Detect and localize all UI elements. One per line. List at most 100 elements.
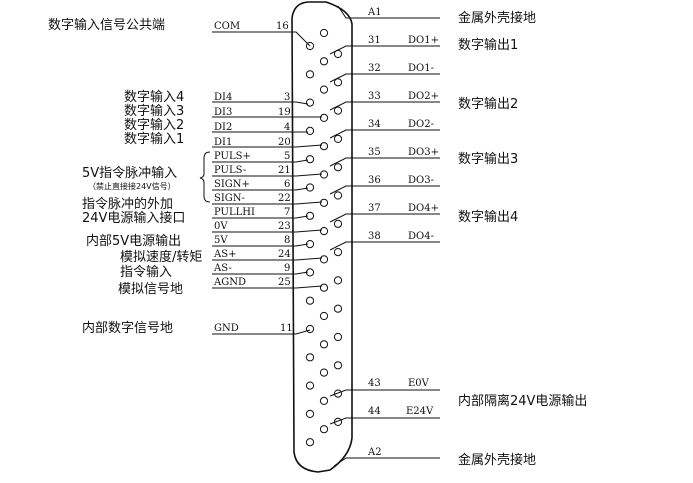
wire-do2-plus xyxy=(329,101,440,111)
pin-dot xyxy=(319,340,329,349)
pin-6: 6 xyxy=(284,179,290,190)
pin-dot xyxy=(305,70,315,79)
pin-dot xyxy=(305,381,315,390)
sig-a2: A2 xyxy=(367,447,382,458)
pulse-ext-label-2: 24V电源输入接口 xyxy=(82,210,185,226)
pin-4: 4 xyxy=(284,122,290,133)
sig-0v: 0V xyxy=(214,221,228,232)
sig-do2-minus: DO2- xyxy=(408,119,434,130)
pin-dot xyxy=(319,57,329,66)
right-desc-do1: 数字输出1 xyxy=(458,37,518,53)
wire-e24v xyxy=(329,417,440,425)
left-desc-com: 数字输入信号公共端 xyxy=(48,17,165,33)
pulse-input-note: （禁止直接接24V信号） xyxy=(88,181,176,191)
sig-sign-plus: SIGN+ xyxy=(214,179,250,190)
left-desc-agnd: 模拟信号地 xyxy=(118,282,183,297)
pin-dot xyxy=(319,283,329,292)
left-desc-gnd: 内部数字信号地 xyxy=(82,320,173,336)
pin-dot xyxy=(319,227,329,236)
pin-dot xyxy=(305,324,315,334)
left-desc-5v: 内部5V电源输出 xyxy=(86,233,181,249)
sig-com: COM xyxy=(214,21,240,32)
pin-dot xyxy=(333,219,343,228)
pin-38: 38 xyxy=(368,231,381,242)
wire-do3-plus xyxy=(329,157,440,167)
pin-dot xyxy=(333,191,343,200)
sig-pullhi: PULLHI xyxy=(214,207,255,218)
sig-di4: DI4 xyxy=(214,92,232,103)
pulse-brace xyxy=(199,151,211,203)
pin-44: 44 xyxy=(368,406,381,417)
wire-do4-plus xyxy=(329,213,440,223)
pin-dot xyxy=(319,425,329,434)
pin-5: 5 xyxy=(284,151,290,162)
pin-dot xyxy=(305,296,315,305)
pin-7: 7 xyxy=(284,207,290,218)
sig-puls-plus: PULS+ xyxy=(214,151,251,162)
wire-gnd xyxy=(212,329,311,335)
pin-32: 32 xyxy=(368,63,381,74)
left-desc-di4: 数字输入4 xyxy=(124,89,184,105)
pin-20: 20 xyxy=(278,137,291,148)
wire-as-plus xyxy=(212,257,323,261)
pin-35: 35 xyxy=(368,147,381,158)
wire-do1-minus xyxy=(329,73,440,83)
wire-di1 xyxy=(212,144,323,148)
pin-dot xyxy=(319,255,329,264)
sig-do2-plus: DO2+ xyxy=(408,91,439,102)
wire-puls-plus xyxy=(212,159,309,163)
sig-do4-minus: DO4- xyxy=(408,231,434,242)
pin-dot xyxy=(333,134,343,143)
wire-do3-minus xyxy=(329,185,440,195)
pin-dot xyxy=(333,332,343,342)
sig-as-minus: AS- xyxy=(213,263,232,274)
right-desc-do2: 数字输出2 xyxy=(458,96,518,112)
pin-dot xyxy=(333,163,343,172)
left-desc-di3: 数字输入3 xyxy=(124,103,184,119)
sig-sign-minus: SIGN- xyxy=(214,193,245,204)
pin-dot xyxy=(305,353,315,362)
wire-do4-minus xyxy=(329,241,440,251)
wire-0v xyxy=(212,229,323,233)
sig-do3-minus: DO3- xyxy=(408,175,434,186)
sig-a1: A1 xyxy=(367,7,382,18)
pin-34: 34 xyxy=(368,119,381,130)
pin-dot xyxy=(319,28,329,38)
connector-shell xyxy=(291,1,353,473)
sig-e0v: E0V xyxy=(408,378,430,389)
pin-dot xyxy=(305,155,315,164)
sig-di2: DI2 xyxy=(214,122,232,133)
sig-do1-minus: DO1- xyxy=(408,63,434,74)
pin-dot xyxy=(319,142,329,151)
pin-21: 21 xyxy=(278,165,291,176)
right-desc-do3: 数字输出3 xyxy=(458,151,518,167)
left-desc-di2: 数字输入2 xyxy=(124,117,184,133)
sig-agnd: AGND xyxy=(213,277,246,288)
right-desc-24v: 内部隔离24V电源输出 xyxy=(458,393,587,409)
wire-as-minus xyxy=(212,271,309,275)
wire-do2-minus xyxy=(329,129,440,139)
wire-sign-minus xyxy=(212,201,323,205)
pin-33: 33 xyxy=(368,91,381,102)
sig-e24v: E24V xyxy=(406,406,434,417)
sig-gnd: GND xyxy=(214,323,239,334)
pin-19: 19 xyxy=(278,107,291,118)
right-desc-do4: 数字输出4 xyxy=(458,209,518,225)
pin-dot xyxy=(305,126,315,135)
pin-dot xyxy=(319,311,329,321)
left-desc-di1: 数字输入1 xyxy=(124,131,184,147)
right-desc-shell-top: 金属外壳接地 xyxy=(458,10,536,26)
pin-dot xyxy=(333,304,343,313)
wire-agnd xyxy=(212,285,323,289)
analog-label-1: 模拟速度/转矩 xyxy=(120,249,202,265)
wire-puls-minus xyxy=(212,173,323,177)
pin-8: 8 xyxy=(284,235,290,246)
sig-do3-plus: DO3+ xyxy=(408,147,439,158)
pin-dot xyxy=(333,276,343,285)
pin-dot xyxy=(319,396,329,405)
pin-dot xyxy=(319,113,329,123)
pin-22: 22 xyxy=(278,193,291,204)
pulse-input-label: 5V指令脉冲输入 xyxy=(82,165,177,181)
pin-31: 31 xyxy=(368,35,381,46)
